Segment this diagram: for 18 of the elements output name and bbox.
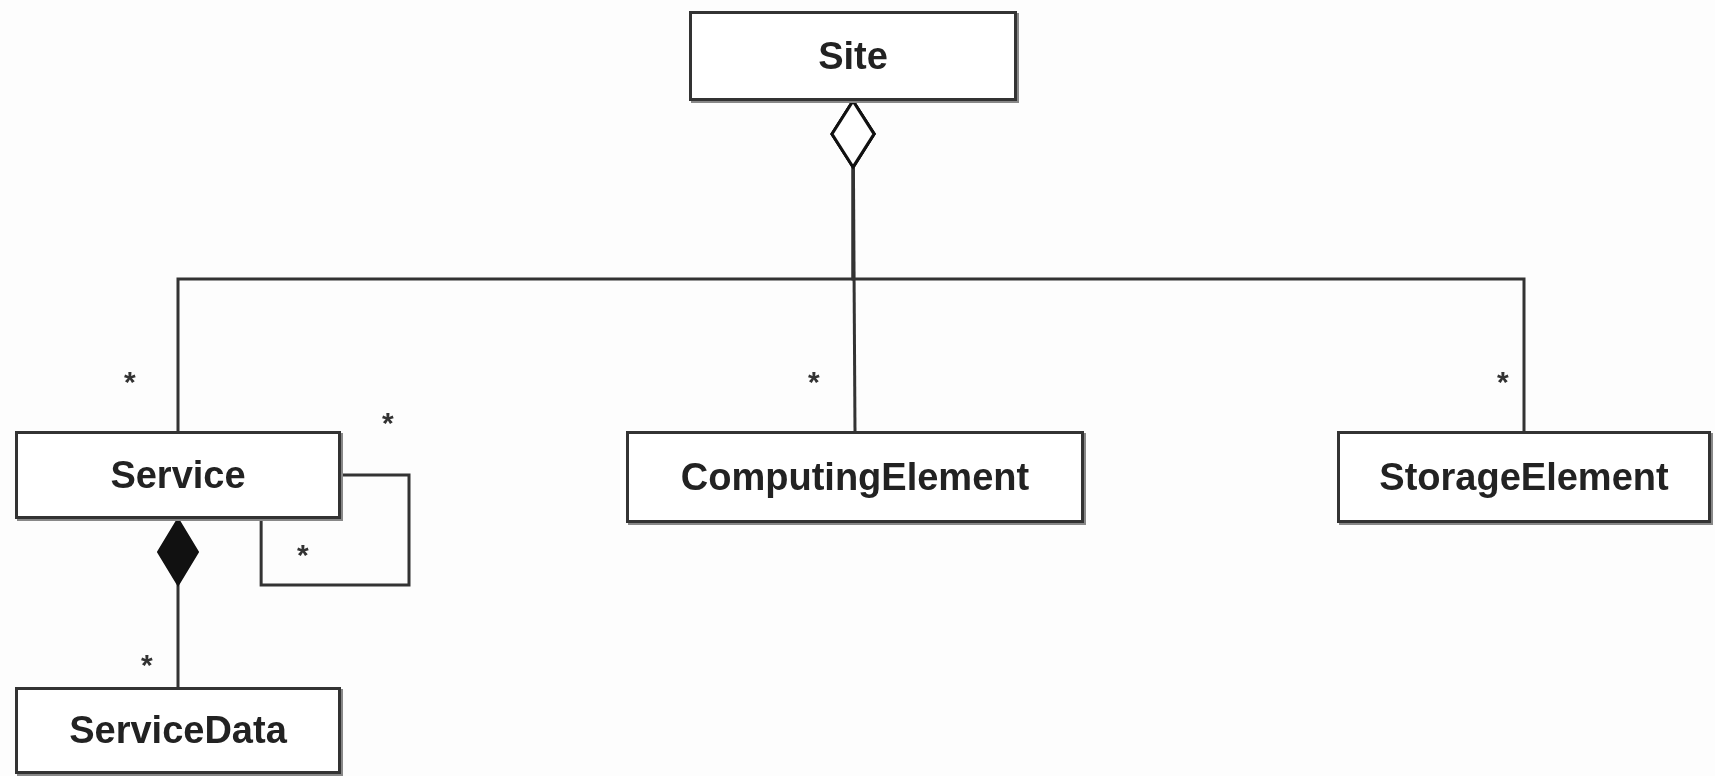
- multiplicity-label: *: [1497, 367, 1509, 397]
- multiplicity-label: *: [382, 408, 394, 438]
- class-name: StorageElement: [1379, 455, 1669, 499]
- multiplicity-label: *: [297, 540, 309, 570]
- multiplicity-label: *: [141, 650, 153, 680]
- class-box: [1337, 431, 1711, 523]
- class-name: ComputingElement: [680, 455, 1030, 499]
- class-name: ServiceData: [69, 709, 287, 752]
- class-name: Service: [110, 453, 246, 497]
- class-box: [15, 687, 341, 774]
- multiplicity-label: *: [808, 367, 820, 397]
- class-box: [15, 431, 341, 519]
- connector-line: [259, 473, 411, 587]
- multiplicity-label: *: [124, 367, 136, 397]
- class-box: [626, 431, 1084, 523]
- class-name: Site: [818, 34, 888, 78]
- class-box: [689, 11, 1017, 101]
- connector-line: [157, 518, 199, 687]
